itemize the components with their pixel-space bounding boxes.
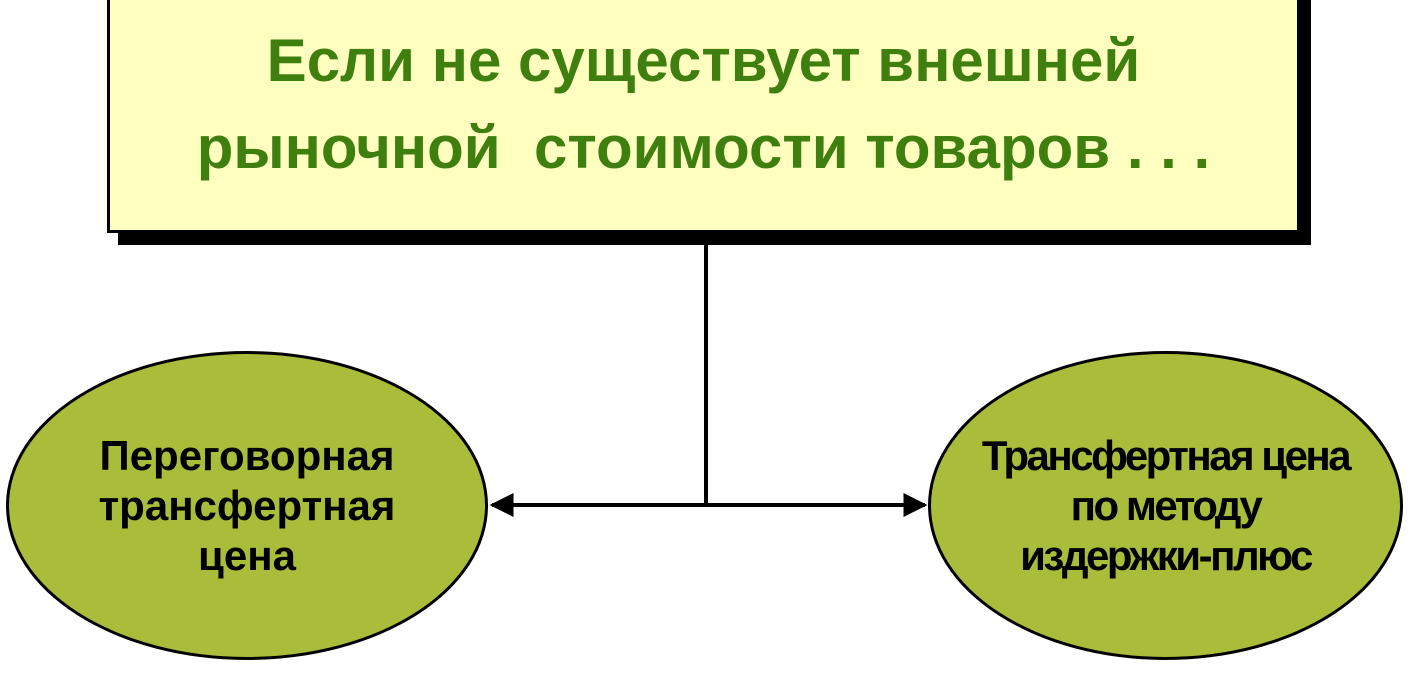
negotiated-price-label: Переговорная трансфертная цена <box>99 431 396 581</box>
title-line-1: Если не существует внешней <box>266 27 1141 94</box>
cost-plus-price-line-1: Трансфертная цена <box>981 431 1352 479</box>
cost-plus-price-line-2: по методу <box>1070 481 1263 529</box>
cost-plus-price-line-3: издержки-плюс <box>1020 531 1313 579</box>
negotiated-price-line-1: Переговорная <box>99 431 395 479</box>
title-line-2: рыночной стоимости товаров . . . <box>196 114 1211 181</box>
negotiated-price-node: Переговорная трансфертная цена <box>6 351 488 660</box>
title-box: Если не существует внешней рыночной стои… <box>107 0 1300 233</box>
negotiated-price-line-3: цена <box>198 531 296 579</box>
negotiated-price-line-2: трансфертная <box>98 481 396 529</box>
cost-plus-price-label: Трансфертная цена по методу издержки-плю… <box>981 431 1352 581</box>
cost-plus-price-node: Трансфертная цена по методу издержки-плю… <box>928 351 1403 660</box>
